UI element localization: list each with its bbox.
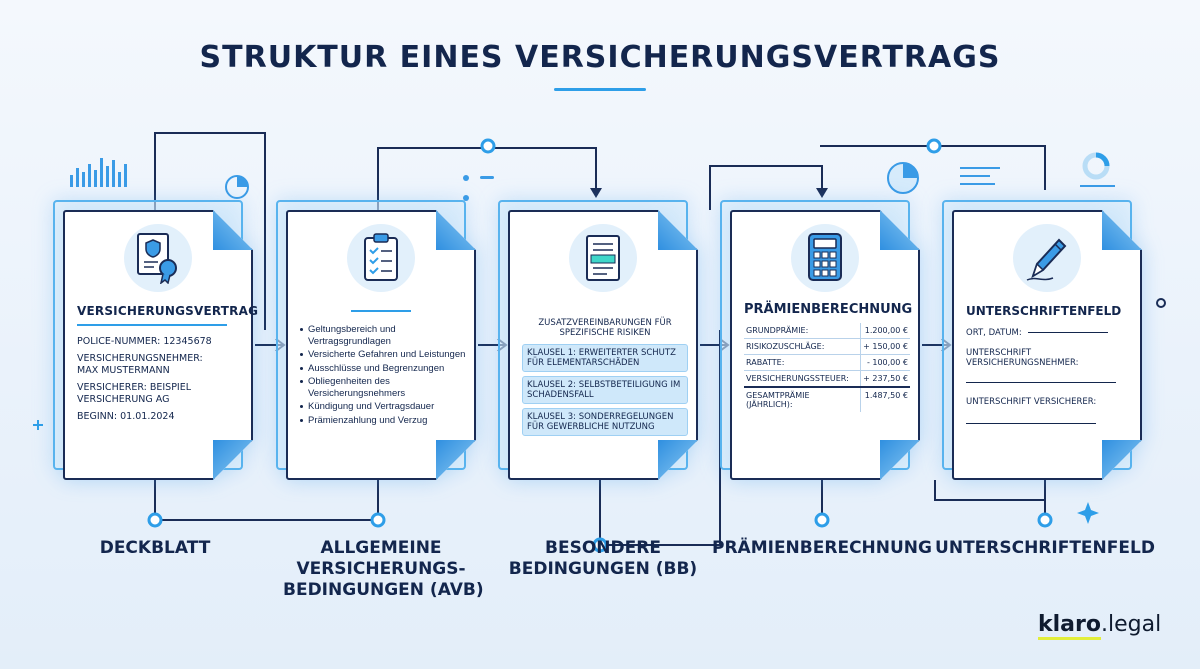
card-praemie: PRÄMIENBERECHNUNG Grundprämie:1.200,00 €… (720, 200, 920, 480)
policy-number: Police-Nummer: 12345678 (77, 336, 212, 347)
pen-icon (1013, 224, 1081, 292)
loop-3 (709, 165, 823, 210)
card-bb: Zusatzvereinbarungen für spezifische Ris… (498, 200, 698, 480)
card-heading: Zusatzvereinbarungen für spezifische Ris… (538, 318, 672, 338)
label-bb: BESONDERE BEDINGUNGEN (BB) (508, 538, 698, 579)
list-item: Kündigung und Vertragsdauer (300, 401, 466, 413)
clipboard-checklist-icon (347, 224, 415, 292)
label-deckblatt: DECKBLATT (99, 538, 211, 558)
start-date: Beginn: 01.01.2024 (77, 411, 175, 422)
calculator-icon (791, 224, 859, 292)
certificate-icon (124, 224, 192, 292)
table-row-total: Gesamtprämie (jährlich):1.487,50 € (744, 386, 910, 412)
table-row: Versicherungssteuer:+ 237,50 € (744, 370, 910, 388)
label-unterschrift: UNTERSCHRIFTENFELD (935, 538, 1155, 558)
card-heading: PRÄMIENBERECHNUNG (744, 302, 913, 317)
premium-table: Grundprämie:1.200,00 € Risikozuschläge:+… (744, 323, 910, 412)
table-row: Grundprämie:1.200,00 € (744, 323, 910, 339)
insurer-signature-field: Unterschrift Versicherer: (966, 397, 1132, 424)
table-row: Risikozuschläge:+ 150,00 € (744, 338, 910, 355)
avb-bullet-list: Geltungsbereich und Vertragsgrundlagen V… (300, 324, 466, 426)
list-item: Prämienzahlung und Verzug (300, 415, 466, 427)
brand-logo: klaro.legal (1038, 612, 1161, 640)
card-heading: UNTERSCHRIFTENFELD (966, 304, 1122, 318)
clause-2: Klausel 2: Selbstbeteiligung im Schadens… (522, 376, 688, 404)
list-item: Versicherte Gefahren und Leistungen (300, 349, 466, 361)
label-avb: ALLGEMEINE VERSICHERUNGS- BEDINGUNGEN (A… (283, 538, 484, 600)
list-item: Obliegenheiten des Versicherungsnehmers (300, 376, 466, 399)
loop-4 (820, 145, 1046, 190)
card-deckblatt: VERSICHERUNGSVERTRAG Police-Nummer: 1234… (53, 200, 259, 480)
card-heading: VERSICHERUNGSVERTRAG (77, 304, 259, 318)
policy-holder: Versicherungsnehmer: Max Mustermann (77, 353, 203, 376)
list-item: Geltungsbereich und Vertragsgrundlagen (300, 324, 466, 347)
place-date-field: Ort, Datum: (966, 328, 1132, 338)
card-avb: Geltungsbereich und Vertragsgrundlagen V… (276, 200, 476, 480)
loop-1 (154, 132, 266, 330)
policyholder-signature-field: Unterschrift Versicherungsnehmer: (966, 348, 1116, 383)
page-title: STRUKTUR EINES VERSICHERUNGSVERTRAGS (199, 40, 1001, 75)
document-highlight-icon (569, 224, 637, 292)
title-underline (554, 88, 646, 91)
card-unterschrift: UNTERSCHRIFTENFELD Ort, Datum: Unterschr… (942, 200, 1142, 480)
list-item: Ausschlüsse und Begrenzungen (300, 363, 466, 375)
table-row: Rabatte:- 100,00 € (744, 354, 910, 371)
clause-1: Klausel 1: Erweiterter Schutz für Elemen… (522, 344, 688, 372)
clause-3: Klausel 3: Sonderregelungen für gewerbli… (522, 408, 688, 436)
label-praemie: PRÄMIENBERECHNUNG (712, 538, 932, 558)
insurer: Versicherer: Beispiel Versicherung AG (77, 382, 192, 405)
